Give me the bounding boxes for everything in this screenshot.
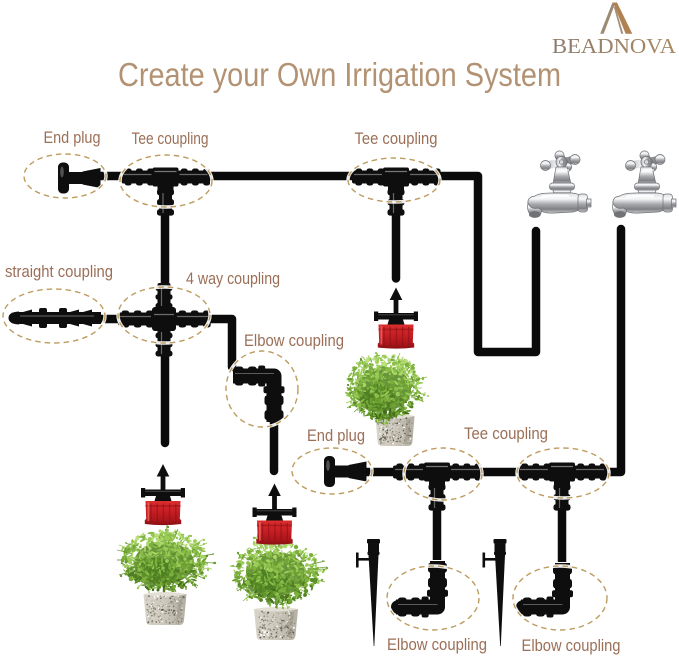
svg-text:End plug: End plug — [307, 426, 365, 445]
svg-text:Tee coupling: Tee coupling — [132, 129, 209, 148]
svg-text:straight coupling: straight coupling — [5, 262, 113, 281]
svg-text:Tee coupling: Tee coupling — [355, 129, 438, 148]
svg-text:Create your Own Irrigation Sys: Create your Own Irrigation System — [118, 56, 561, 93]
svg-text:BEADNOVA: BEADNOVA — [552, 34, 676, 58]
svg-text:Elbow coupling: Elbow coupling — [244, 331, 344, 350]
svg-text:4 way coupling: 4 way coupling — [186, 269, 280, 288]
svg-text:Elbow coupling: Elbow coupling — [387, 635, 487, 654]
svg-text:End plug: End plug — [44, 128, 101, 147]
svg-text:Elbow coupling: Elbow coupling — [522, 636, 621, 655]
svg-text:Tee coupling: Tee coupling — [464, 424, 548, 443]
